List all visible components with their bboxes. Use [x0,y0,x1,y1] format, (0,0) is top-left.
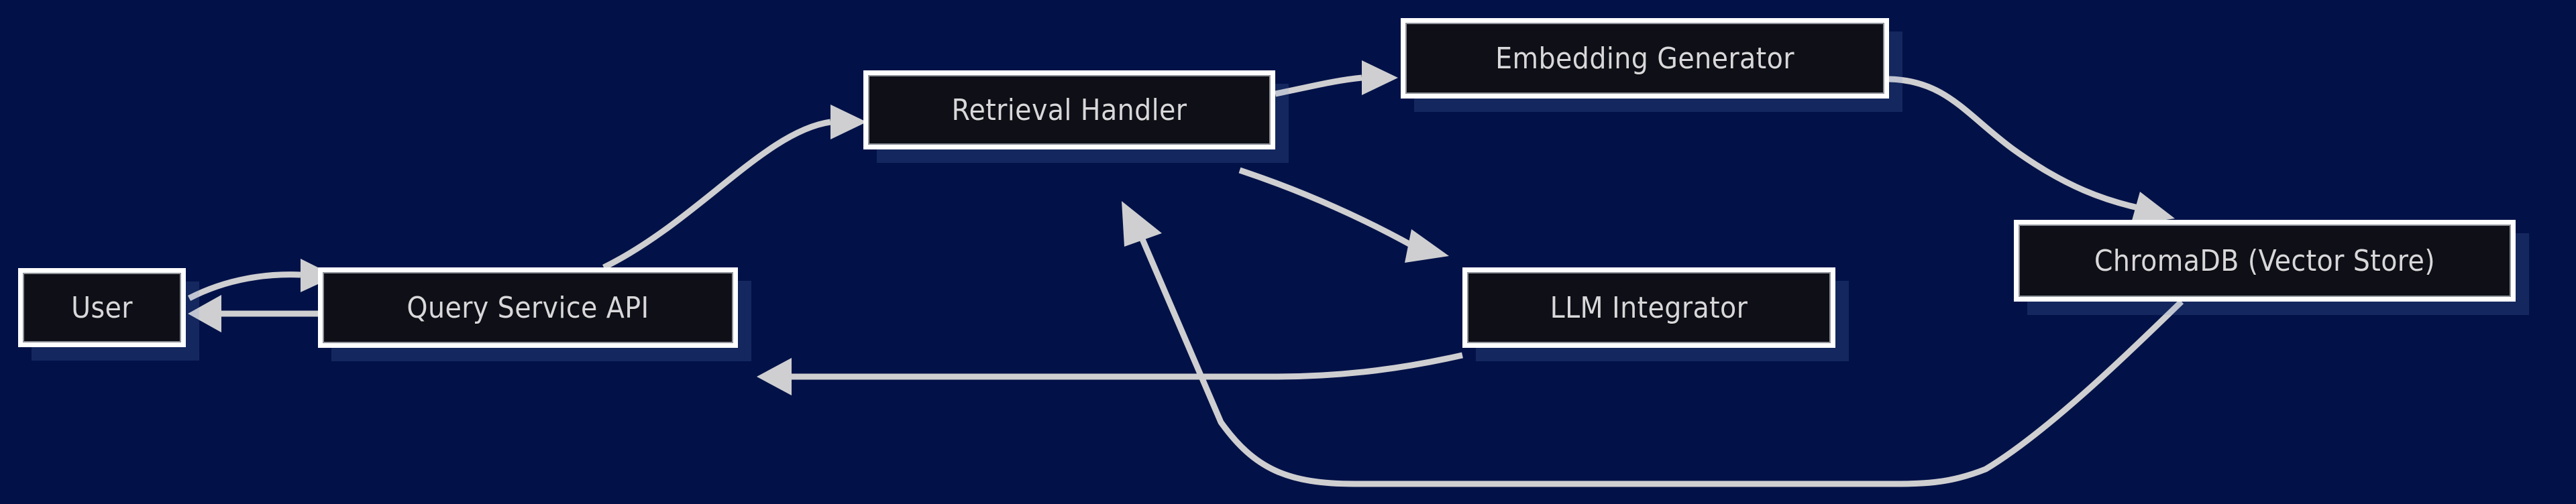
node-chromadb-vector-store[interactable]: ChromaDB (Vector Store) [2014,220,2516,302]
edge-retrieval-to-llm [1238,167,1449,263]
edge-llm-to-query [757,352,1463,395]
node-chromadb-vector-store-label: ChromaDB (Vector Store) [2094,243,2436,278]
edge-embedding-to-chroma [1888,76,2175,225]
node-llm-integrator[interactable]: LLM Integrator [1462,267,1835,348]
edge-query-to-user [188,295,318,332]
node-retrieval-handler-label: Retrieval Handler [951,92,1187,127]
node-llm-integrator-label: LLM Integrator [1550,290,1748,325]
edge-query-to-retrieval [602,105,867,271]
node-retrieval-handler[interactable]: Retrieval Handler [863,70,1275,149]
node-embedding-generator[interactable]: Embedding Generator [1401,18,1889,99]
edge-user-to-query [187,259,335,301]
node-query-service-api-label: Query Service API [407,290,649,325]
node-user[interactable]: User [18,268,186,347]
node-user-label: User [71,290,133,325]
node-embedding-generator-label: Embedding Generator [1495,41,1794,76]
node-query-service-api[interactable]: Query Service API [318,267,738,348]
edge-retrieval-to-embedding [1275,60,1398,97]
